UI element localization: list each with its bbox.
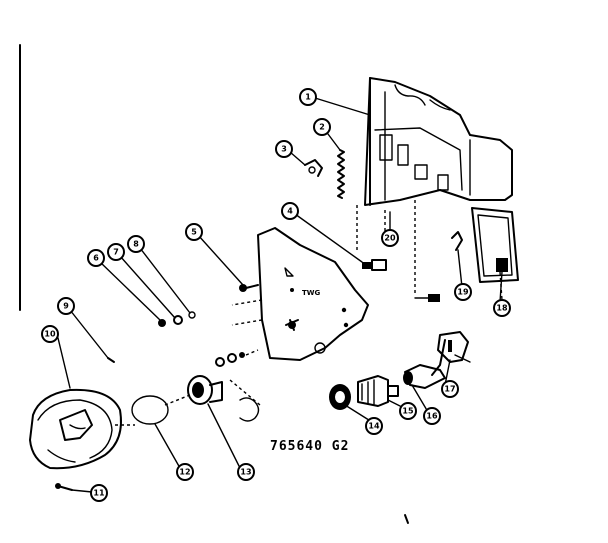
spring-part	[337, 149, 345, 199]
valve-assembly-part	[403, 331, 471, 389]
callout-3: 3	[275, 140, 293, 158]
svg-text:10: 10	[44, 330, 56, 339]
svg-text:7: 7	[113, 248, 119, 257]
svg-text:6: 6	[93, 254, 99, 263]
valve-body-part	[357, 375, 399, 407]
leader-line	[207, 403, 241, 469]
leader-line	[71, 489, 93, 493]
callout-19: 19	[454, 283, 472, 301]
svg-text:5: 5	[191, 228, 197, 237]
callout-18: 18	[493, 299, 511, 317]
callout-12: 12	[176, 463, 194, 481]
panel-label: TWG	[302, 289, 320, 297]
callout-17: 17	[441, 380, 459, 398]
gasket-part	[329, 384, 351, 410]
svg-text:18: 18	[496, 304, 508, 313]
leader-line	[154, 423, 181, 469]
svg-text:1: 1	[305, 93, 311, 102]
svg-text:20: 20	[384, 234, 396, 243]
part-code-label: 765640 G2	[270, 439, 349, 454]
svg-text:9: 9	[63, 302, 69, 311]
connector-part	[414, 294, 440, 302]
svg-text:14: 14	[368, 422, 380, 431]
nut-part	[158, 319, 166, 327]
washer-stack-part	[215, 349, 259, 367]
leader-line	[69, 309, 109, 359]
callout-7: 7	[107, 243, 125, 261]
nut-part	[187, 375, 223, 405]
callout-4: 4	[281, 202, 299, 220]
clip-part	[304, 159, 323, 177]
dashed-leader	[229, 379, 261, 406]
svg-text:8: 8	[133, 240, 139, 249]
svg-text:4: 4	[287, 207, 293, 216]
leader-line	[197, 234, 244, 286]
bottom-mark	[404, 514, 409, 524]
leader-line	[99, 261, 161, 321]
cover-plate-part	[471, 207, 519, 301]
svg-text:15: 15	[402, 407, 414, 416]
leader-line	[499, 271, 503, 303]
callout-8: 8	[127, 235, 145, 253]
leader-line	[314, 97, 371, 116]
callout-11: 11	[90, 484, 108, 502]
pin-part	[107, 357, 115, 363]
leader-line	[411, 384, 429, 413]
svg-text:3: 3	[281, 145, 287, 154]
svg-text:2: 2	[319, 123, 325, 132]
control-panel-part: TWG	[231, 227, 369, 361]
leader-line	[119, 255, 176, 319]
callout-2: 2	[313, 118, 331, 136]
washer-part	[173, 315, 183, 325]
wire-part	[239, 397, 260, 422]
leader-line	[457, 249, 463, 288]
svg-text:13: 13	[240, 468, 251, 477]
svg-text:11: 11	[93, 489, 105, 498]
screw-part	[239, 284, 259, 292]
leader-line	[139, 247, 191, 314]
callout-1: 1	[299, 88, 317, 106]
callout-20: 20	[381, 229, 399, 247]
callout-15: 15	[399, 402, 417, 420]
callout-13: 13	[237, 463, 255, 481]
housing-part	[364, 77, 513, 206]
callout-5: 5	[185, 223, 203, 241]
leader-line	[444, 359, 451, 386]
leader-line	[294, 213, 363, 263]
hook-part	[451, 231, 463, 251]
knob-dial-part	[29, 388, 135, 470]
callout-16: 16	[423, 407, 441, 425]
screw-part	[285, 319, 299, 331]
callout-10: 10	[41, 325, 59, 343]
pin-part	[55, 483, 73, 491]
svg-text:17: 17	[444, 385, 455, 394]
leader-line	[57, 337, 71, 389]
leader-line	[344, 404, 373, 423]
svg-text:12: 12	[179, 468, 190, 477]
callout-9: 9	[57, 297, 75, 315]
svg-text:19: 19	[457, 288, 469, 297]
connector-part	[362, 259, 387, 271]
bushing-part	[131, 394, 191, 425]
svg-text:16: 16	[426, 412, 438, 421]
leader-line	[289, 151, 306, 166]
callout-6: 6	[87, 249, 105, 267]
washer-part	[188, 311, 196, 319]
callout-14: 14	[365, 417, 383, 435]
